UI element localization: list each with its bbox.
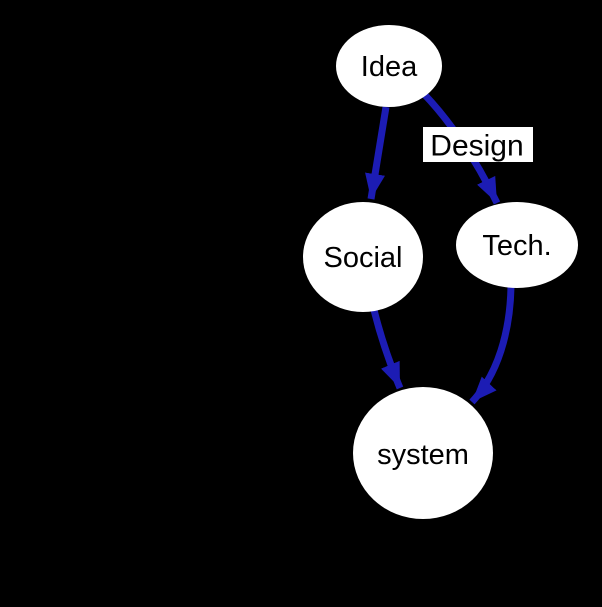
edge-label-design-box [423, 127, 533, 162]
node-tech-label: Tech. [482, 230, 551, 262]
edge-label-design-group: Design [423, 127, 533, 163]
node-social-shape [303, 202, 423, 312]
node-system-label: system [377, 439, 469, 471]
node-idea-shape [336, 25, 442, 107]
node-idea-label: Idea [361, 51, 418, 83]
node-tech: Tech. [456, 202, 578, 288]
node-tech-shape [456, 202, 578, 288]
edge-tech-system [469, 286, 515, 405]
edge-label-design: Design [430, 130, 523, 163]
node-social-label: Social [324, 242, 403, 274]
node-idea: Idea [336, 25, 442, 107]
edge-idea-social [365, 106, 390, 200]
node-social: Social [303, 202, 423, 312]
node-system-shape [353, 387, 493, 519]
node-system: system [353, 387, 493, 519]
edge-social-system [370, 309, 404, 390]
